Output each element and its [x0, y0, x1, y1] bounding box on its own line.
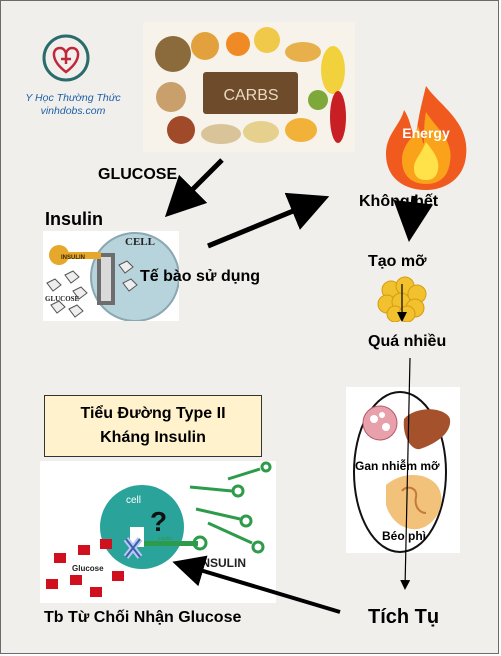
cell-label: CELL	[125, 236, 155, 248]
insulin-key-label: INSULIN	[61, 255, 85, 261]
glucose-label: GLUCOSE	[45, 295, 80, 303]
food-illustration: CARBS	[143, 22, 355, 152]
accumulate-label: Tích Tụ	[368, 606, 440, 628]
too-much-label: Quá nhiều	[368, 333, 447, 350]
reject-x-icon	[123, 537, 143, 559]
rejects-glucose-label: Tb Từ Chối Nhận Glucose	[44, 609, 242, 626]
insulin-key-green-icon: insulin	[144, 535, 208, 551]
glucose-molecules	[46, 539, 124, 597]
svg-text:?: ?	[150, 506, 167, 537]
insulin-resistance-illustration: cell ? insulin Glucose INSULIN	[46, 461, 272, 597]
logo-url: vinhdobs.com	[40, 105, 106, 117]
fatty-liver-label: Gan nhiễm mỡ	[355, 459, 440, 473]
liver-obesity-illustration	[353, 391, 451, 553]
resistance-insulin-label: INSULIN	[198, 556, 246, 570]
heart-logo-icon	[42, 34, 90, 82]
insulin-resistance-subtitle: Kháng Insulin	[100, 429, 206, 446]
insulin-key-icon: INSULIN	[49, 245, 101, 265]
liver-obesity-image	[346, 387, 460, 553]
energy-flame-icon: Energy	[386, 86, 467, 190]
obesity-label: Béo phì	[382, 529, 426, 543]
cell-insulin-illustration: CELL INSULIN GLUCOSE	[45, 232, 180, 322]
logo-text: Y Học Thường Thức vinhdobs.com	[18, 92, 128, 118]
insulin-resistance-image: cell ? insulin Glucose INSULIN	[40, 461, 276, 603]
carbs-label: CARBS	[223, 87, 278, 104]
resistance-cell-label: cell	[126, 495, 141, 506]
cell-insulin-image: CELL INSULIN GLUCOSE	[43, 231, 180, 322]
diabetes-title: Tiểu Đường Type II	[80, 405, 226, 422]
diabetes-type2-box: Tiểu Đường Type II Kháng Insulin	[44, 395, 262, 457]
resistance-insulin-key-label: insulin	[158, 536, 172, 542]
not-used-up-label: Không hết	[359, 193, 439, 210]
cell-uses-label: Tế bào sử dụng	[140, 268, 261, 285]
insulin-heading: Insulin	[45, 209, 103, 229]
glucose-heading: GLUCOSE	[98, 166, 178, 183]
make-fat-label: Tạo mỡ	[368, 253, 427, 270]
logo-title: Y Học Thường Thức	[25, 92, 121, 104]
free-insulin-keys	[189, 461, 272, 554]
energy-label: Energy	[402, 125, 450, 141]
resistance-glucose-label: Glucose	[72, 564, 104, 573]
fat-cells-icon	[377, 276, 427, 322]
carbs-food-image: CARBS	[143, 22, 355, 152]
